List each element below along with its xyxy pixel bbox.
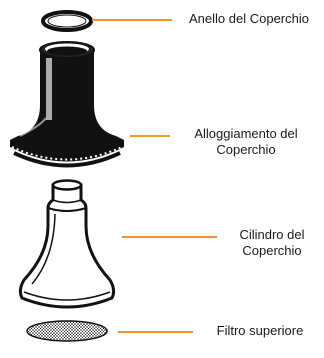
lid-housing: [10, 41, 124, 168]
lid-ring: [41, 10, 93, 32]
lid-cylinder: [18, 179, 116, 309]
top-filter: [26, 320, 108, 342]
leader-line-lid-cylinder: [122, 236, 217, 238]
label-lid-housing: Alloggiamento del Coperchio: [194, 126, 298, 157]
label-lid-cylinder: Cilindro del Coperchio: [239, 227, 305, 258]
leader-line-lid-ring: [92, 19, 172, 21]
leader-line-top-filter: [118, 331, 193, 333]
label-lid-ring: Anello del Coperchio: [189, 11, 309, 26]
leader-line-lid-housing: [130, 135, 170, 137]
label-top-filter: Filtro superiore: [216, 323, 304, 338]
